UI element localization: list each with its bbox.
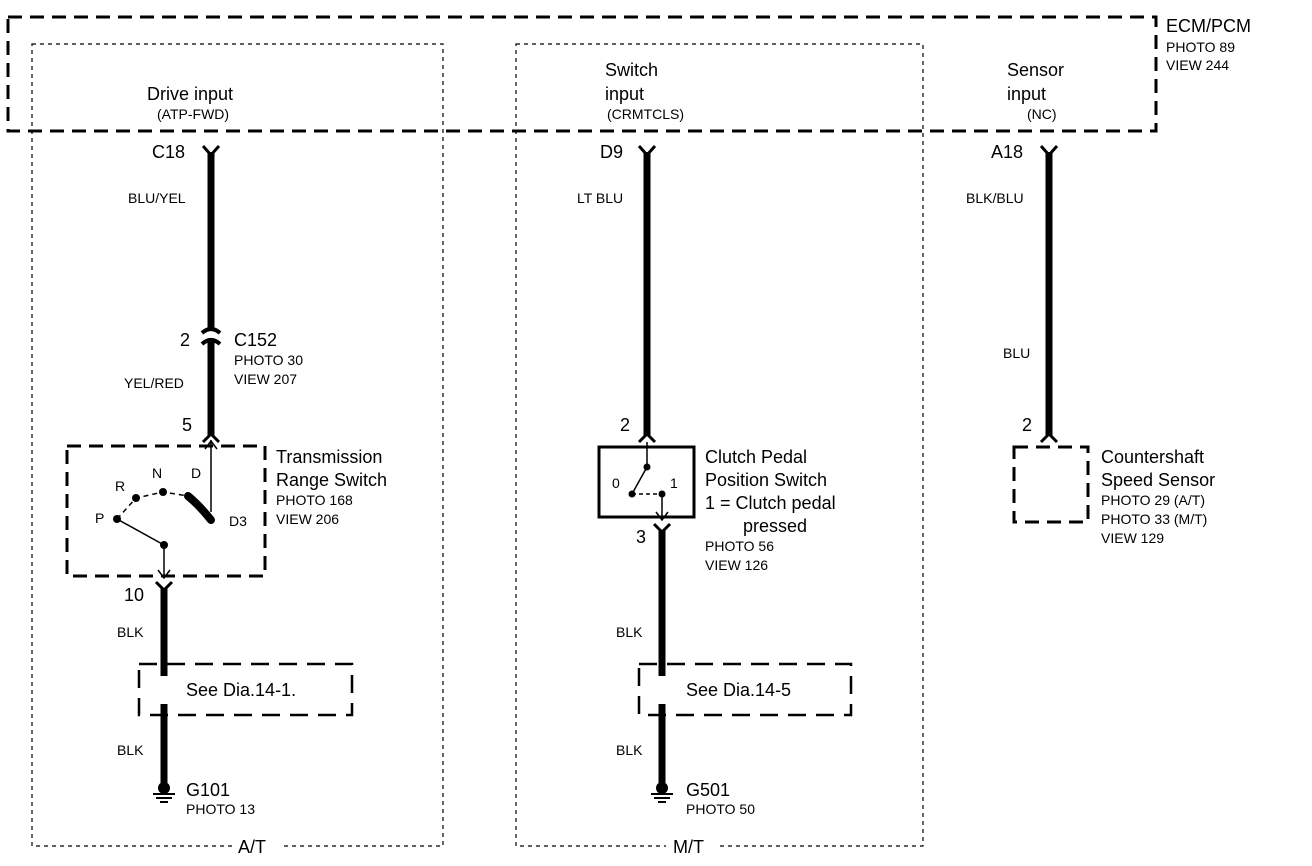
css-label-1: Countershaft xyxy=(1101,447,1204,467)
ecm-title: ECM/PCM xyxy=(1166,16,1251,36)
css-pin: 2 xyxy=(1022,415,1032,435)
cpps-blade xyxy=(631,466,648,495)
switch-input-label-2: input xyxy=(605,84,644,104)
cpps-arrow xyxy=(655,511,669,522)
wire-label-blu: BLU xyxy=(1003,345,1030,361)
cpps-label-3: 1 = Clutch pedal xyxy=(705,493,836,513)
css-view: VIEW 129 xyxy=(1101,530,1164,546)
cpps-pin-top: 2 xyxy=(620,415,630,435)
see-prefix: See xyxy=(686,680,723,700)
c152-photo: PHOTO 30 xyxy=(234,352,303,368)
ground-g101-dot xyxy=(158,782,170,794)
sensor-input-label-2: input xyxy=(1007,84,1046,104)
drive-input-label: Drive input xyxy=(147,84,233,104)
cpps-photo: PHOTO 56 xyxy=(705,538,774,554)
c152-view: VIEW 207 xyxy=(234,371,297,387)
see-ref-14-5[interactable]: Dia.14-5 xyxy=(723,680,791,700)
see-dia-14-1-box xyxy=(137,662,354,717)
g501-name: G501 xyxy=(686,780,730,800)
trs-pin-bottom: 10 xyxy=(124,585,144,605)
drive-input-sub: (ATP-FWD) xyxy=(157,106,229,122)
trs-pos-r: R xyxy=(115,478,125,494)
see-dia-14-5-box xyxy=(637,662,853,717)
css-connector xyxy=(1039,431,1059,444)
see-dia-14-1-text[interactable]: See Dia.14-1. xyxy=(186,680,296,700)
c152-pin: 2 xyxy=(180,330,190,350)
see-ref-14-1[interactable]: Dia.14-1. xyxy=(223,680,296,700)
cpps-pos1: 1 xyxy=(670,475,678,491)
wire-label-lt-blu: LT BLU xyxy=(577,190,623,206)
trs-common-arrow xyxy=(157,569,171,580)
ground-g501-dot xyxy=(656,782,668,794)
trs-d-arrow xyxy=(204,439,218,450)
trs-label-1: Transmission xyxy=(276,447,382,467)
cpps-label-1: Clutch Pedal xyxy=(705,447,807,467)
trs-connector-top xyxy=(201,431,221,444)
css-photo-2: PHOTO 33 (M/T) xyxy=(1101,511,1207,527)
sensor-input-sub: (NC) xyxy=(1027,106,1057,122)
trs-contact-n xyxy=(159,488,167,496)
mt-region xyxy=(515,43,924,847)
wire-label-blk-at-2: BLK xyxy=(117,742,144,758)
pin-c18: C18 xyxy=(152,142,185,162)
connector-c152-top xyxy=(200,327,222,335)
trs-wiper xyxy=(116,518,165,546)
mt-label: M/T xyxy=(673,837,704,857)
wire-label-blk-mt-2: BLK xyxy=(616,742,643,758)
at-label: A/T xyxy=(238,837,266,857)
wire-label-blk-at-1: BLK xyxy=(117,624,144,640)
wire-label-yel-red: YEL/RED xyxy=(124,375,184,391)
ecm-pcm-box xyxy=(6,15,1158,133)
wire-label-blu-yel: BLU/YEL xyxy=(128,190,186,206)
c152-name: C152 xyxy=(234,330,277,350)
switch-input-sub: (CRMTCLS) xyxy=(607,106,684,122)
g101-photo: PHOTO 13 xyxy=(186,801,255,817)
trs-pos-d: D xyxy=(191,465,201,481)
css-photo-1: PHOTO 29 (A/T) xyxy=(1101,492,1205,508)
g101-name: G101 xyxy=(186,780,230,800)
pin-a18: A18 xyxy=(991,142,1023,162)
trs-d-d3-contact xyxy=(184,492,215,524)
trs-pos-d3: D3 xyxy=(229,513,247,529)
ecm-view: VIEW 244 xyxy=(1166,57,1229,73)
trs-label-2: Range Switch xyxy=(276,470,387,490)
trs-pos-p: P xyxy=(95,510,104,526)
switch-input-label-1: Switch xyxy=(605,60,658,80)
cpps-view: VIEW 126 xyxy=(705,557,768,573)
cpps-pos0: 0 xyxy=(612,475,620,491)
cpps-connector-top xyxy=(637,431,657,444)
cpps-label-4: pressed xyxy=(743,516,807,536)
cpps-label-2: Position Switch xyxy=(705,470,827,490)
trs-contact-arc xyxy=(116,491,189,520)
sensor-input-label-1: Sensor xyxy=(1007,60,1064,80)
trs-view: VIEW 206 xyxy=(276,511,339,527)
see-prefix: See xyxy=(186,680,223,700)
css-box xyxy=(1012,445,1090,524)
wire-label-blk-mt-1: BLK xyxy=(616,624,643,640)
cpps-pin-bottom: 3 xyxy=(636,527,646,547)
trs-photo: PHOTO 168 xyxy=(276,492,353,508)
css-label-2: Speed Sensor xyxy=(1101,470,1215,490)
see-dia-14-5-text[interactable]: See Dia.14-5 xyxy=(686,680,791,700)
trs-pin-top: 5 xyxy=(182,415,192,435)
trs-contact-r xyxy=(132,494,140,502)
wire-label-blk-blu: BLK/BLU xyxy=(966,190,1024,206)
pin-d9: D9 xyxy=(600,142,623,162)
trs-pos-n: N xyxy=(152,465,162,481)
ecm-photo: PHOTO 89 xyxy=(1166,39,1235,55)
g501-photo: PHOTO 50 xyxy=(686,801,755,817)
